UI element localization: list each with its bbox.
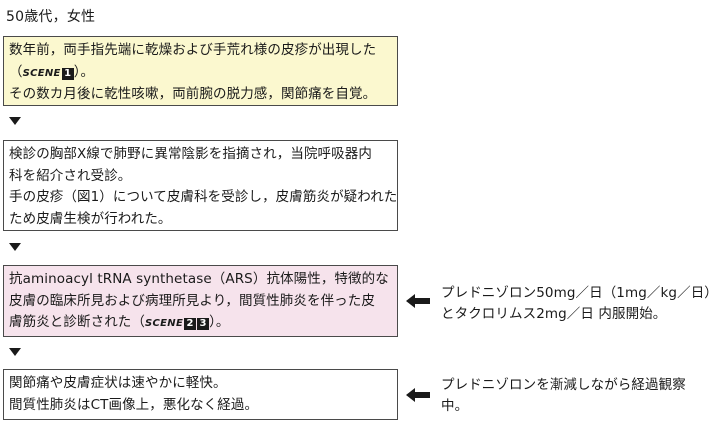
- paren-close: ）。: [209, 314, 230, 330]
- treatment-note-line-1: プレドニゾロン50mg／日（1mg／kg／日）: [441, 285, 718, 301]
- examination-line-4: ため皮膚生検が行われた。: [9, 210, 172, 227]
- left-arrow-icon: [406, 294, 430, 308]
- down-triangle-icon: [9, 243, 21, 251]
- examination-box: 検診の胸部X線で肺野に異常陰影を指摘され，当院呼吸器内 科を紹介され受診。 手の…: [3, 140, 398, 231]
- treatment-note: プレドニゾロン50mg／日（1mg／kg／日） とタクロリムス2mg／日 内服開…: [441, 283, 718, 325]
- diagnosis-line-2: 皮膚の臨床所見および病理所見より，間質性肺炎を伴った皮: [9, 292, 375, 309]
- patient-header: 50歳代，女性: [6, 9, 96, 25]
- paren-open: （: [9, 63, 23, 80]
- examination-line-3: 手の皮疹（図1）について皮膚科を受診し，皮膚筋炎が疑われた: [9, 189, 398, 205]
- followup-note-line-2: 中。: [441, 398, 469, 414]
- examination-line-1: 検診の胸部X線で肺野に異常陰影を指摘され，当院呼吸器内: [9, 146, 372, 162]
- scene-number-badge: 2: [184, 318, 197, 330]
- history-line-1: 数年前，両手指先端に乾燥および手荒れ様の皮疹が出現した: [9, 42, 377, 58]
- history-line-3: その数カ月後に乾性咳嗽，両前腕の脱力感，関節痛を自覚。: [9, 86, 377, 102]
- outcome-line-1: 関節痛や皮膚症状は速やかに軽快。: [9, 375, 227, 391]
- left-arrow-icon: [406, 388, 430, 402]
- outcome-line-2: 間質性肺炎はCT画像上，悪化なく経過。: [9, 396, 259, 413]
- outcome-box: 関節痛や皮膚症状は速やかに軽快。 間質性肺炎はCT画像上，悪化なく経過。: [3, 369, 398, 420]
- examination-line-2: 科を紹介され受診。: [9, 167, 132, 184]
- treatment-note-line-2: とタクロリムス2mg／日 内服開始。: [441, 306, 667, 322]
- scene-number-badge: 3: [197, 318, 210, 330]
- diagnosis-line-3-text: 膚筋炎と診断された（: [9, 314, 145, 330]
- scene-label: SCENE: [145, 318, 184, 329]
- diagnosis-box: 抗aminoacyl tRNA synthetase（ARS）抗体陽性，特徴的な…: [3, 265, 398, 337]
- diagnosis-line-1: 抗aminoacyl tRNA synthetase（ARS）抗体陽性，特徴的な: [9, 271, 389, 287]
- scene-number-badge: 1: [61, 67, 74, 80]
- followup-note-line-1: プレドニゾロンを漸減しながら経過観察: [441, 377, 686, 393]
- followup-note: プレドニゾロンを漸減しながら経過観察 中。: [441, 375, 686, 417]
- paren-close: ）。: [73, 63, 95, 80]
- down-triangle-icon: [9, 348, 21, 356]
- scene-label: SCENE: [22, 67, 61, 79]
- down-triangle-icon: [9, 117, 21, 125]
